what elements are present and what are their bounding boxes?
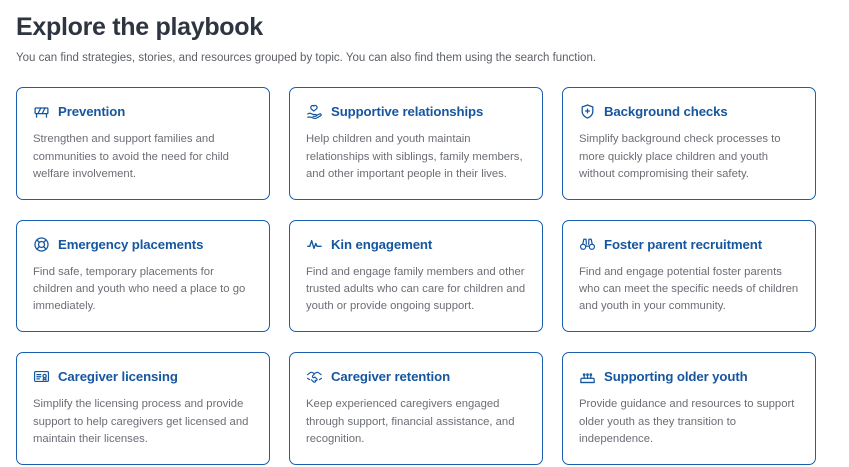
card-description: Help children and youth maintain relatio… <box>306 133 523 180</box>
shield-plus-icon <box>579 103 596 120</box>
topic-card-caregiver-retention[interactable]: Caregiver retention Keep experienced car… <box>289 352 543 465</box>
handshake-icon <box>306 368 323 385</box>
card-description: Strengthen and support families and comm… <box>33 133 229 180</box>
card-title: Kin engagement <box>331 236 433 252</box>
card-header: Emergency placements <box>33 236 253 253</box>
page-title: Explore the playbook <box>16 13 263 41</box>
card-title: Prevention <box>58 104 126 120</box>
topic-card-background-checks[interactable]: Background checks Simplify background ch… <box>562 87 816 200</box>
card-header: Kin engagement <box>306 236 526 253</box>
card-description: Keep experienced caregivers engaged thro… <box>306 398 515 445</box>
card-description: Simplify the licensing process and provi… <box>33 398 249 445</box>
card-header: Caregiver retention <box>306 368 526 385</box>
page-header: Explore the playbook You can find strate… <box>16 0 833 65</box>
page-subtitle: You can find strategies, stories, and re… <box>16 51 597 64</box>
topic-card-emergency-placements[interactable]: Emergency placements Find safe, temporar… <box>16 219 270 333</box>
road-barricade-icon <box>33 103 50 120</box>
card-title: Caregiver licensing <box>58 369 178 385</box>
life-ring-icon <box>33 236 50 253</box>
topic-card-prevention[interactable]: Prevention Strengthen and support famili… <box>16 87 270 200</box>
card-title: Supportive relationships <box>331 104 484 120</box>
topic-card-supportive-relationships[interactable]: Supportive relationships Help children a… <box>289 87 543 200</box>
card-header: Background checks <box>579 103 799 120</box>
certificate-license-icon <box>33 368 50 385</box>
card-description: Find and engage family members and other… <box>306 265 526 313</box>
card-header: Prevention <box>33 103 253 120</box>
card-title: Foster parent recruitment <box>604 236 762 252</box>
binoculars-icon <box>579 236 596 253</box>
card-description: Provide guidance and resources to suppor… <box>579 398 795 445</box>
heartbeat-pulse-icon <box>306 236 323 253</box>
card-title: Supporting older youth <box>604 369 748 385</box>
birthday-cake-icon <box>579 368 596 385</box>
topic-card-kin-engagement[interactable]: Kin engagement Find and engage family me… <box>289 219 543 333</box>
card-title: Emergency placements <box>58 236 204 252</box>
helping-hands-icon <box>306 103 323 120</box>
card-description: Find and engage potential foster parents… <box>579 265 799 313</box>
topic-card-caregiver-licensing[interactable]: Caregiver licensing Simplify the licensi… <box>16 352 270 465</box>
card-description: Simplify background check processes to m… <box>579 133 781 180</box>
card-description: Find safe, temporary placements for chil… <box>33 265 246 313</box>
card-header: Supporting older youth <box>579 368 799 385</box>
card-header: Foster parent recruitment <box>579 236 799 253</box>
card-header: Supportive relationships <box>306 103 526 120</box>
topic-card-grid: Prevention Strengthen and support famili… <box>16 87 833 465</box>
card-header: Caregiver licensing <box>33 368 253 385</box>
card-title: Caregiver retention <box>331 369 451 385</box>
card-title: Background checks <box>604 104 728 120</box>
topic-card-supporting-older-youth[interactable]: Supporting older youth Provide guidance … <box>562 352 816 465</box>
topic-card-foster-parent-recruitment[interactable]: Foster parent recruitment Find and engag… <box>562 219 816 333</box>
